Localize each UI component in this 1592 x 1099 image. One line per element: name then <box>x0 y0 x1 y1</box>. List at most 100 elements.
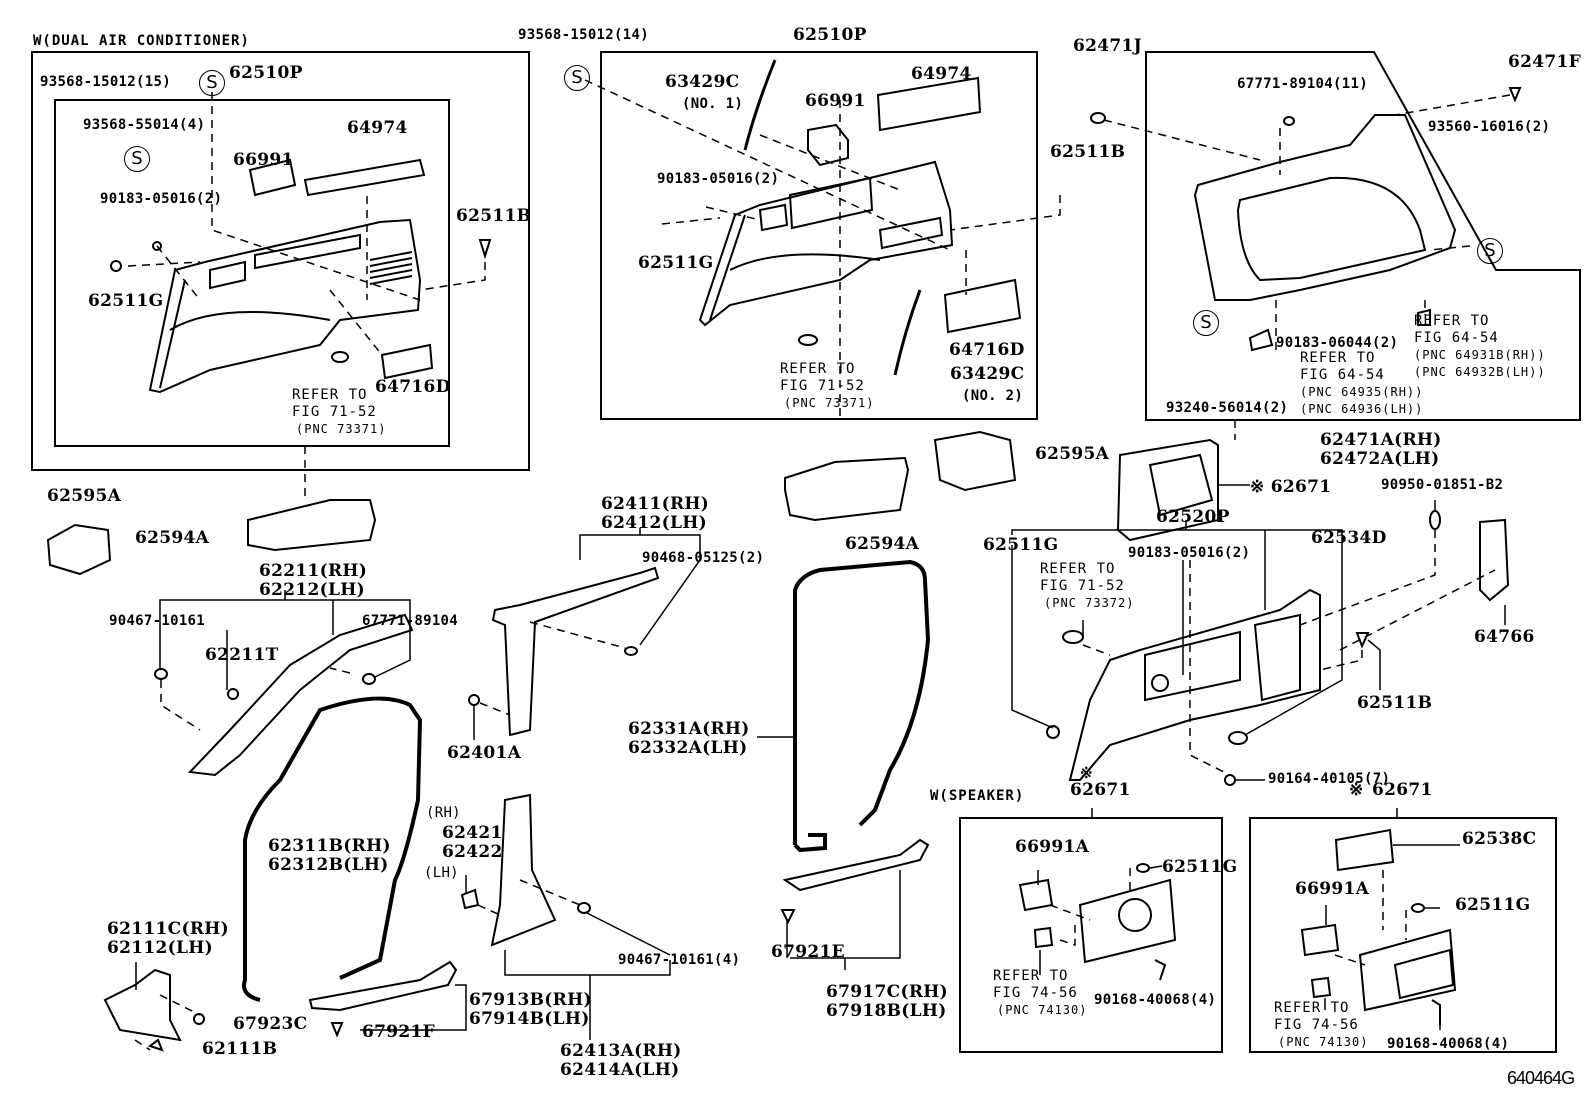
speaker-right-title[interactable]: 62671 <box>1372 780 1433 800</box>
part-label-rh[interactable]: 62471A(RH) <box>1320 430 1442 450</box>
part-label-90183-05016[interactable]: 90183-05016(2) <box>1128 545 1251 561</box>
part-label-rh[interactable]: 67917C(RH) <box>826 982 948 1002</box>
part-label-64716D[interactable]: 64716D <box>949 340 1025 360</box>
reference-note: REFER TO FIG 71-52 (PNC 73372) <box>1040 561 1134 612</box>
sp1-62511G-clip <box>1136 863 1150 873</box>
part-label-62511B[interactable]: 62511B <box>1357 693 1433 713</box>
part-label-64974[interactable]: 64974 <box>347 118 408 138</box>
part-label-90183-05016[interactable]: 90183-05016(2) <box>657 171 780 187</box>
rb-62520P-speaker <box>1148 453 1214 517</box>
part-label-62511B[interactable]: 62511B <box>456 206 532 226</box>
part-label-90183-05016[interactable]: 90183-05016(2) <box>100 191 223 207</box>
ref-line: REFER TO <box>1300 350 1376 366</box>
part-label-lh[interactable]: 62472A(LH) <box>1320 449 1440 469</box>
part-label-rh[interactable]: 62421 <box>442 823 503 843</box>
ref-line: (PNC 64932B(LH)) <box>1414 365 1546 379</box>
part-label-62538C[interactable]: 62538C <box>1462 829 1537 849</box>
part-label-66991A[interactable]: 66991A <box>1295 879 1370 899</box>
part-label-62671[interactable]: ※ 62671 <box>1250 477 1332 497</box>
part-label-93568-15012[interactable]: 93568-15012(15) <box>40 74 171 90</box>
part-label-67917C[interactable]: 67917C(RH) 67918B(LH) <box>826 983 948 1021</box>
part-label-90168-40068[interactable]: 90168-40068(4) <box>1094 992 1217 1008</box>
part-label-lh[interactable]: 62212(LH) <box>259 580 365 600</box>
part-label-67923C[interactable]: 67923C <box>233 1014 308 1034</box>
part-label-62594A[interactable]: 62594A <box>845 534 920 554</box>
part-label-62511G[interactable]: 62511G <box>88 291 164 311</box>
part-label-lh[interactable]: 67918B(LH) <box>826 1001 947 1021</box>
part-label-67921F[interactable]: 67921F <box>362 1022 436 1042</box>
speaker-left-title[interactable]: 62671 <box>1070 780 1131 800</box>
part-label-66991[interactable]: 66991 <box>233 150 294 170</box>
part-label-rh[interactable]: 62411(RH) <box>601 494 710 514</box>
part-label-93568-55014[interactable]: 93568-55014(4) <box>83 117 206 133</box>
part-label-90164-40105[interactable]: 90164-40105(7) <box>1268 771 1391 787</box>
part-label-90950-01851-B2[interactable]: 90950-01851-B2 <box>1381 477 1504 493</box>
part-label-64716D[interactable]: 64716D <box>375 377 451 397</box>
part-label-62511B[interactable]: 62511B <box>1050 142 1126 162</box>
part-label-62595A[interactable]: 62595A <box>47 486 122 506</box>
part-label-90467-10161[interactable]: 90467-10161 <box>109 613 206 629</box>
part-label-62211T[interactable]: 62211T <box>205 645 279 665</box>
part-label-66991A[interactable]: 66991A <box>1015 837 1090 857</box>
part-label-rh[interactable]: 62211(RH) <box>259 561 368 581</box>
part-label-67771-89104[interactable]: 67771-89104(11) <box>1237 76 1368 92</box>
reference-note: REFER TO FIG 64-54 (PNC 64931B(RH)) (PNC… <box>1414 313 1546 381</box>
part-label-62401A[interactable]: 62401A <box>447 743 522 763</box>
part-label-67921E[interactable]: 67921E <box>771 942 845 962</box>
r-ref-trim-piece <box>1248 328 1274 352</box>
part-label-62471F[interactable]: 62471F <box>1508 52 1582 72</box>
lower-left-brackets <box>135 590 467 1031</box>
part-label-62511G[interactable]: 62511G <box>1162 857 1238 877</box>
part-label-62511G[interactable]: 62511G <box>983 535 1059 555</box>
part-label-62413A[interactable]: 62413A(RH) 62414A(LH) <box>560 1042 682 1080</box>
part-label-rh[interactable]: 62311B(RH) <box>268 836 391 856</box>
window-leader-dashes <box>1103 94 1511 440</box>
part-label-90468-05125[interactable]: 90468-05125(2) <box>642 550 765 566</box>
part-label-90183-06044[interactable]: 90183-06044(2) <box>1276 335 1399 351</box>
part-label-64974[interactable]: 64974 <box>911 64 972 84</box>
part-label-62595A[interactable]: 62595A <box>1035 444 1110 464</box>
part-label-rh[interactable]: 62413A(RH) <box>560 1041 682 1061</box>
part-label-93560-16016[interactable]: 93560-16016(2) <box>1428 119 1551 135</box>
part-label-rh[interactable]: 62111C(RH) <box>107 919 229 939</box>
part-label-62520P[interactable]: 62520P <box>1156 507 1230 527</box>
part-label-rh[interactable]: 62331A(RH) <box>628 719 750 739</box>
part-label-lh[interactable]: 67914B(LH) <box>469 1009 590 1029</box>
part-label-62111B[interactable]: 62111B <box>202 1039 278 1059</box>
part-label-lh[interactable]: 62112(LH) <box>107 938 213 958</box>
part-label-rh[interactable]: 67913B(RH) <box>469 990 592 1010</box>
part-label-62421[interactable]: 62421 62422 <box>442 824 503 862</box>
dual-ac-64974-trim <box>303 158 426 197</box>
c-90467-clip <box>577 902 591 914</box>
part-label-64766[interactable]: 64766 <box>1474 627 1535 647</box>
part-label-62534D[interactable]: 62534D <box>1311 528 1387 548</box>
part-label-93240-56014[interactable]: 93240-56014(2) <box>1166 400 1289 416</box>
part-label-62471J[interactable]: 62471J <box>1073 36 1142 56</box>
part-label-62111C[interactable]: 62111C(RH) 62112(LH) <box>107 920 229 958</box>
part-label-67913B[interactable]: 67913B(RH) 67914B(LH) <box>469 991 592 1029</box>
part-label-lh[interactable]: 62312B(LH) <box>268 855 389 875</box>
part-label-62510P[interactable]: 62510P <box>793 25 867 45</box>
part-label-62511G[interactable]: 62511G <box>638 253 714 273</box>
part-label-63429C[interactable]: 63429C <box>665 72 740 92</box>
part-label-90168-40068[interactable]: 90168-40068(4) <box>1387 1036 1510 1052</box>
part-label-66991[interactable]: 66991 <box>805 91 866 111</box>
part-label-lh[interactable]: 62422 <box>442 842 503 862</box>
part-label-62471A[interactable]: 62471A(RH) 62472A(LH) <box>1320 431 1442 469</box>
part-label-93568-15012[interactable]: 93568-15012(14) <box>518 27 649 43</box>
part-label-62511G[interactable]: 62511G <box>1455 895 1531 915</box>
part-label-62211[interactable]: 62211(RH) 62212(LH) <box>259 562 367 600</box>
part-label-62331A[interactable]: 62331A(RH) 62332A(LH) <box>628 720 750 758</box>
part-label-62594A[interactable]: 62594A <box>135 528 210 548</box>
part-label-lh[interactable]: 62412(LH) <box>601 513 707 533</box>
part-label-63429C[interactable]: 63429C <box>950 364 1025 384</box>
part-label-62510P[interactable]: 62510P <box>229 63 303 83</box>
part-label-lh[interactable]: 62332A(LH) <box>628 738 748 758</box>
sunvisor-63429C-no2 <box>893 289 922 376</box>
part-label-lh[interactable]: 62414A(LH) <box>560 1060 680 1080</box>
part-label-67771-89104[interactable]: 67771-89104 <box>362 613 459 629</box>
part-label-62311B[interactable]: 62311B(RH) 62312B(LH) <box>268 837 391 875</box>
part-label-90467-10161[interactable]: 90467-10161(4) <box>618 952 741 968</box>
part-label-62411[interactable]: 62411(RH) 62412(LH) <box>601 495 709 533</box>
